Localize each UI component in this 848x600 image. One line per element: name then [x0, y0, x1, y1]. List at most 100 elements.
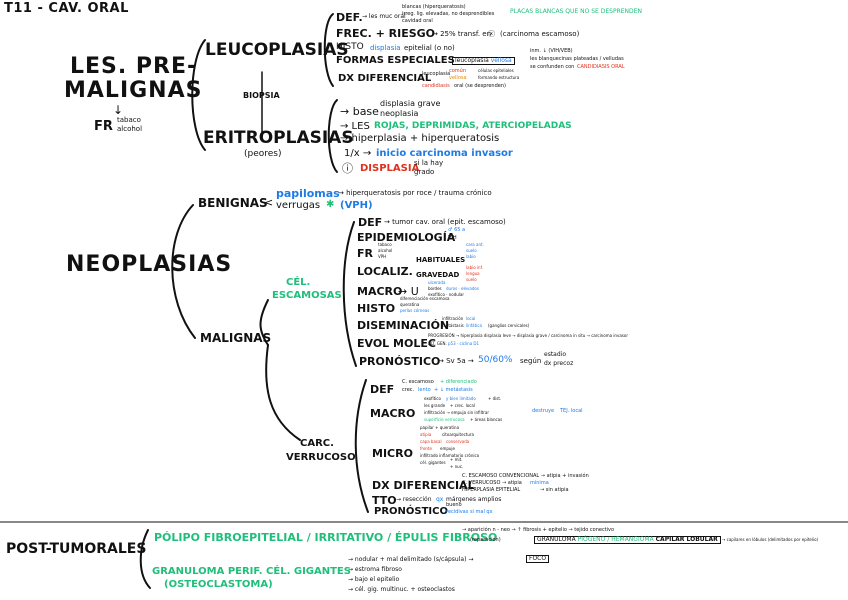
leuco-dx-label: DX DIFERENCIAL — [338, 73, 432, 84]
verr-macro-r3c: TEJ. local — [560, 408, 583, 414]
esc-macro: MACRO — [357, 285, 403, 298]
esc-macro-r2b: duros · elevados — [446, 286, 479, 291]
fr-item-1: tabaco — [117, 116, 141, 124]
verr-micro-r2b: citoarquitectura — [442, 432, 474, 437]
circle-x-icon: ⓧ — [488, 30, 495, 38]
bracket-verrucoso — [354, 379, 369, 513]
verr-micro-r1: papilar + queratina — [420, 425, 460, 430]
leuco-def-b2: irreg. lig. elevadas, no desprendibles — [402, 11, 495, 17]
erit-ratio-blue: inicio carcinoma invasor — [376, 148, 513, 159]
esc-dis-r2b: linfática — [466, 323, 482, 328]
bracket-leucoplasias — [323, 13, 334, 87]
verr-dx-r2b: mínima — [530, 480, 549, 486]
leuco-dx-candid-tail: oral (se desprenden) — [454, 83, 506, 89]
erit-base-r2: neoplasia — [380, 109, 419, 118]
heading-post: POST-TUMORALES — [6, 541, 147, 557]
biopsia-label: BIOPSIA — [243, 91, 280, 100]
bracket-post — [139, 529, 151, 589]
bracket-malignas-bottom — [265, 344, 301, 441]
verr-micro-r6: cél. gigantes — [420, 460, 446, 465]
verr-macro-r1: exofítico — [424, 396, 441, 401]
verr-dx-r1: C. ESCAMOSO CONVENCIONAL → atipia + inva… — [462, 473, 589, 479]
esc-diseminacion: DISEMINACIÓN — [357, 319, 450, 332]
verr-macro-r1b: y bien limitado — [446, 396, 476, 401]
verr-tto: TTO — [372, 494, 397, 507]
post-gig-r4: → cél. gig. multinuc. + osteoclastos — [348, 586, 455, 593]
esc-hab-r1: cara ant. — [466, 242, 484, 247]
esc-epid-r2: VIH — [448, 235, 457, 241]
esc-dis-r1b: local — [466, 316, 476, 321]
verr-pron: PRONÓSTICO — [374, 506, 448, 517]
post-gig-line1: GRANULOMA PERIF. CÉL. GIGANTES — [152, 566, 351, 577]
verr-def-r2c: + ↓ metástasis — [434, 387, 473, 393]
esc-dis-r1: infiltración — [442, 316, 464, 321]
verr-def-r2b: lento — [418, 387, 431, 393]
verr-def-r1b: + diferenciado — [440, 379, 477, 385]
leuco-def-b3: cavidad oral — [402, 18, 433, 24]
leuco-formas-box1: leucoplasia — [455, 57, 489, 64]
erit-displasia-r2: grado — [414, 168, 435, 176]
verrucoso-line2: VERRUCOSO — [286, 452, 356, 463]
post-polipo-r1: → aparición n - neo → ↑ fibrosis + epite… — [462, 527, 615, 533]
verr-micro-r8: + nuc. — [450, 464, 464, 469]
verr-pron-r1: bueno — [446, 502, 462, 508]
esc-fr-r1: tabaco — [378, 242, 392, 247]
alert-circle-icon: ⓘ — [342, 162, 353, 175]
verr-dx: DX DIFERENCIAL — [372, 479, 475, 492]
verr-tto-tail: márgenes amplios — [446, 496, 502, 503]
leuco-frec-text: → 25% transf. en — [432, 30, 492, 38]
arrow-down-icon: ↓ — [113, 103, 124, 117]
post-gig-r2: → estroma fibroso — [348, 566, 402, 573]
verr-macro-r3: infiltración → empuja sin infiltrar — [424, 410, 489, 415]
esc-fr-r3: VPH — [378, 254, 387, 259]
bracket-premalignas — [191, 39, 206, 151]
less-than-icon: < — [264, 196, 274, 209]
post-granuloma-tail: → capilares en lóbulos (delimitados por … — [722, 537, 819, 542]
post-gig-line2: (OSTEOCLASTOMA) — [164, 579, 273, 590]
escamosas-line1: CÉL. — [286, 277, 311, 288]
esc-locali: LOCALIZ. — [357, 265, 413, 278]
leuco-frec-label: FREC. + RIESGO — [336, 27, 436, 40]
esc-epid: EPIDEMIOLOGÍA — [357, 231, 456, 244]
esc-hab-r2: suelo — [466, 248, 477, 253]
verr-dx-r3b: → sin atipia — [540, 487, 569, 493]
esc-evol-r2b: p53 · ciclina D1 — [448, 341, 480, 346]
fr-label: FR — [94, 119, 113, 134]
esc-histo-r3: perlas córneas — [400, 308, 430, 313]
erit-base-r1: displasia grave — [380, 99, 441, 108]
verr-dx-r2: C. VERRUCOSO → atipia — [462, 480, 522, 486]
esc-macro-r3: exofítico · nodular — [428, 292, 465, 297]
erit-base: → base — [340, 105, 379, 118]
verr-micro-r3b: conservada — [446, 439, 470, 444]
esc-macro-text: → U — [398, 285, 419, 298]
esc-pronostico: PRONÓSTICO — [359, 355, 441, 368]
page-title: T11 - CAV. ORAL — [4, 1, 129, 16]
esc-evol-r1: PROGRESIÓN → hiperplasia displasia leve … — [428, 333, 628, 338]
esc-pron-tail: según — [520, 357, 542, 365]
leuco-def-text: → les muc oral — [362, 13, 406, 20]
esc-macro-r1: ulcerada — [428, 280, 446, 285]
leuco-dx-leuco: leucoplasia — [422, 71, 451, 77]
virus-icon: ✱ — [326, 199, 335, 210]
verr-macro-r3b: destruye — [532, 408, 555, 414]
post-gig-r3: → bajo el epitelio — [348, 576, 400, 583]
verr-dx-r3: HIPERPLASIA EPITELIAL — [462, 487, 521, 493]
post-polipo: PÓLIPO FIBROEPITELIAL / IRRITATIVO / ÉPU… — [154, 531, 498, 544]
leuco-formas-box: leucoplasia vellosa — [452, 57, 515, 65]
esc-pron-blue: 50/60% — [478, 355, 513, 365]
benignas-label: BENIGNAS — [198, 196, 268, 210]
esc-grav-r1: labio inf. — [466, 265, 483, 270]
esc-pron-r1: estadio — [544, 351, 566, 358]
esc-histo: HISTO — [357, 302, 396, 315]
malignas-label: MALIGNAS — [200, 331, 272, 345]
benignas-vph: (VPH) — [340, 200, 373, 211]
esc-pron-r2: dx precoz — [544, 360, 574, 367]
esc-macro-r2: bordes — [428, 286, 442, 291]
bracket-malignas-top — [259, 299, 269, 346]
leuco-histo-text: epitelial (o no) — [404, 44, 455, 52]
verr-micro-r4: frente — [420, 446, 432, 451]
benignas-verrugas: verrugas — [276, 200, 321, 211]
leuco-formas-r3b: CANDIDIASIS ORAL — [577, 64, 625, 70]
benignas-papilomas-tail: → hiperqueratosis por roce / trauma crón… — [338, 189, 492, 197]
